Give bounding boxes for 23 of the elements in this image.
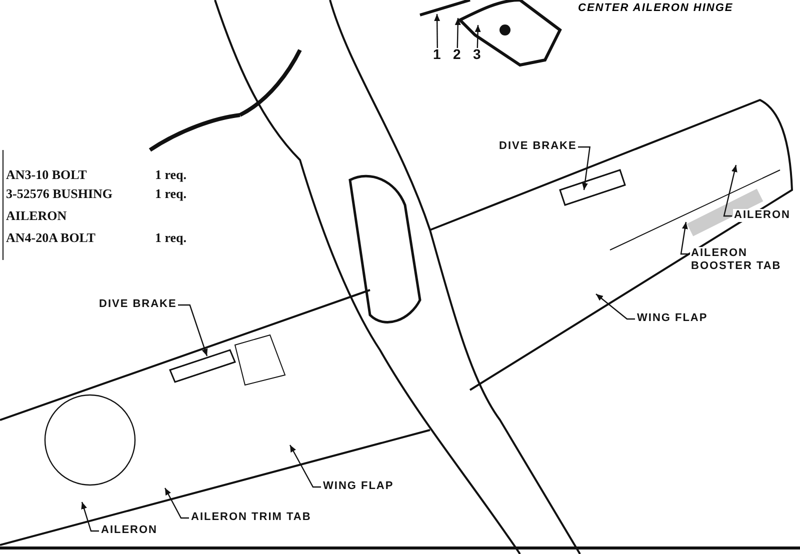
part-number-text: 3-52576 BUSHING [6,186,113,201]
leader-line [178,304,208,356]
quantity-text: 1 req. [155,186,187,201]
callout-number: 3 [472,48,483,61]
leader-line [474,24,481,48]
leader-line [596,294,635,320]
part-number-text: AN3-10 BOLT [6,167,87,182]
leader-line [81,502,99,532]
caption-text: CENTER AILERON HINGE [578,2,734,14]
leader-line [723,164,738,217]
leader-line [289,444,321,488]
callout-number: 2 [452,48,463,61]
callout-number: 1 [432,48,443,61]
part-number-text: AN4-20A BOLT [6,230,96,245]
leader-line [164,488,189,519]
quantity-text: 1 req. [155,230,187,245]
leader-line [578,146,591,190]
leader-line [454,18,461,48]
section-heading: AILERON [6,208,67,223]
part-label: AILERON [733,209,792,222]
leader-line [680,222,689,255]
leader-line [434,14,440,48]
quantity-text: 1 req. [155,167,187,182]
